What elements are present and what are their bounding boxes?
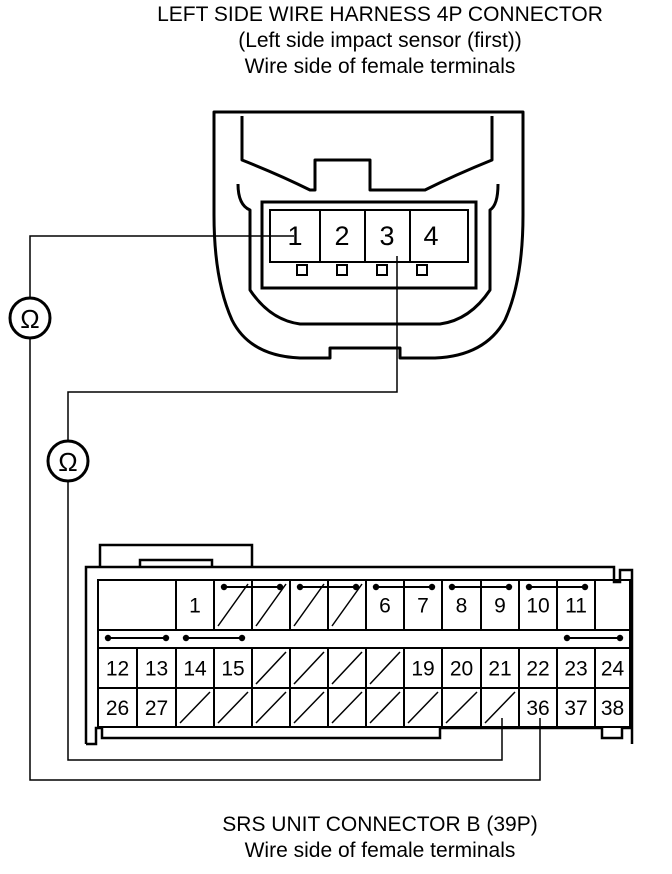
top-connector-subtitle: (Left side impact sensor (first)) <box>238 29 522 52</box>
bottom-connector-view-label: Wire side of female terminals <box>244 839 516 862</box>
terminal-label: 36 <box>526 697 549 720</box>
top-terminal-label: 3 <box>379 221 394 251</box>
ohmmeter-right: Ω <box>46 439 90 483</box>
top-connector-caption: LEFT SIDE WIRE HARNESS 4P CONNECTOR (Lef… <box>95 2 665 80</box>
terminal-label: 19 <box>411 658 434 681</box>
shorting-bar-dot <box>616 634 624 642</box>
bottom-connector-grid: 1 6 7 8 9 10 11 12 13 14 15 19 20 21 22 23 24 26 27 36 37 38 <box>97 579 631 728</box>
unused-terminal-slash <box>407 691 439 724</box>
shorting-bar-dot <box>581 583 589 591</box>
unused-terminal-slash <box>331 651 363 685</box>
connector-cell <box>594 579 631 631</box>
top-connector-housing <box>212 110 525 360</box>
top-connector-title: LEFT SIDE WIRE HARNESS 4P CONNECTOR <box>157 3 603 26</box>
unused-terminal-slash <box>293 583 325 627</box>
terminal-label: 9 <box>494 595 506 618</box>
ohm-symbol-right: Ω <box>58 447 77 477</box>
unused-terminal-slash <box>369 651 401 685</box>
top-terminal-label: 4 <box>423 221 438 251</box>
unused-terminal-slash <box>293 691 325 724</box>
terminal-label: 10 <box>526 595 549 618</box>
unused-terminal-slash <box>331 583 363 627</box>
terminal-label: 15 <box>221 658 244 681</box>
terminal-label: 14 <box>183 658 207 681</box>
terminal-label: 24 <box>601 658 625 681</box>
shorting-bar-dot <box>104 634 112 642</box>
blank-cell-block <box>97 579 177 631</box>
unused-terminal-slash <box>255 691 287 724</box>
top-connector-view-label: Wire side of female terminals <box>244 55 516 78</box>
terminal-label: 11 <box>565 595 587 618</box>
shorting-bar-dot <box>428 583 436 591</box>
ohmmeter-left: Ω <box>8 296 52 340</box>
top-terminal-label: 2 <box>334 221 349 251</box>
connector-cell <box>594 687 631 728</box>
terminal-label: 26 <box>106 697 129 720</box>
shorting-bar-dot <box>563 634 571 642</box>
bottom-connector-title: SRS UNIT CONNECTOR B (39P) <box>222 813 538 836</box>
terminal-label: 6 <box>379 595 391 618</box>
shorting-bar-dot <box>296 583 304 591</box>
shorting-bar-dot <box>372 583 380 591</box>
shorting-bar-dot <box>276 583 284 591</box>
terminal-label: 38 <box>601 697 624 720</box>
bottom-connector-caption: SRS UNIT CONNECTOR B (39P) Wire side of … <box>150 812 610 864</box>
top-terminal-label: 1 <box>287 221 302 251</box>
shorting-bar-dot <box>505 583 513 591</box>
unused-terminal-slash <box>255 651 287 685</box>
unused-terminal-slash <box>255 583 287 627</box>
top-connector-terminal-block <box>260 200 478 290</box>
unused-terminal-slash <box>293 651 325 685</box>
terminal-label: 1 <box>189 595 201 618</box>
ohm-symbol-left: Ω <box>20 304 39 334</box>
terminal-label: 23 <box>564 658 587 681</box>
probe-wires <box>29 235 541 781</box>
terminal-label: 21 <box>488 658 511 681</box>
terminal-label: 20 <box>450 658 473 681</box>
unused-terminal-slash <box>369 691 401 724</box>
terminal-label: 27 <box>145 697 168 720</box>
unused-terminal-slash <box>484 691 516 724</box>
terminal-label: 13 <box>145 658 168 681</box>
shorting-bar-dot <box>352 583 360 591</box>
terminal-label: 8 <box>456 595 468 618</box>
unused-terminal-slash <box>445 691 478 724</box>
shorting-bar-dot <box>448 583 456 591</box>
unused-terminal-slash <box>331 691 363 724</box>
terminal-label: 22 <box>526 658 549 681</box>
terminal-label: 7 <box>417 595 429 618</box>
unused-terminal-slash <box>217 691 249 724</box>
latch-band <box>97 629 631 649</box>
terminal-label: 12 <box>106 658 129 681</box>
unused-terminal-slash <box>179 691 211 724</box>
shorting-bar-dot <box>220 583 228 591</box>
shorting-bar-dot <box>525 583 533 591</box>
terminal-label: 37 <box>564 697 587 720</box>
unused-terminal-slash <box>217 583 249 627</box>
shorting-bar-dot <box>182 634 190 642</box>
shorting-bar-dot <box>162 634 170 642</box>
shorting-bar-dot <box>238 634 246 642</box>
bottom-connector-housing <box>84 543 634 746</box>
